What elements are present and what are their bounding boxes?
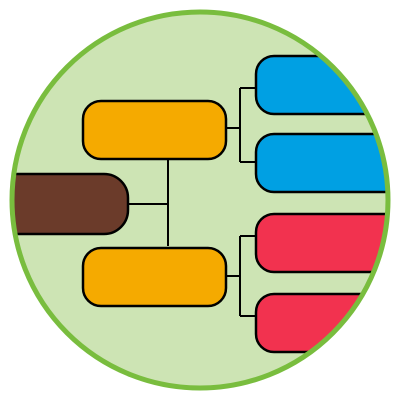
connector-lines xyxy=(128,87,256,317)
leaf-node-red-1 xyxy=(254,212,388,274)
branch-node-upper xyxy=(81,99,228,161)
circle-border xyxy=(9,9,391,391)
leaf-node-blue-2 xyxy=(254,132,388,194)
branch-node-lower xyxy=(81,246,228,308)
leaf-node-red-2 xyxy=(254,292,388,354)
root-node xyxy=(12,172,130,236)
